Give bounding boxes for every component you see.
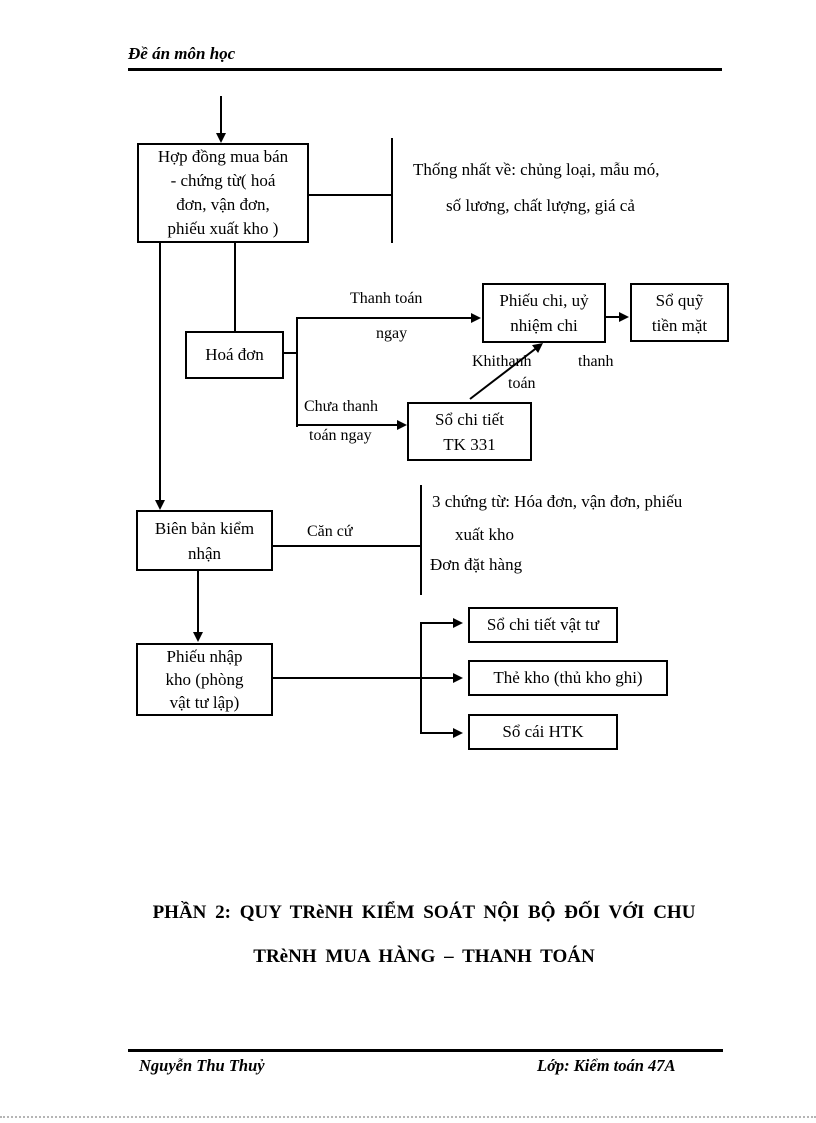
line-bien-ban-to-phieu-nhap bbox=[197, 569, 199, 633]
arrowhead-right-icon bbox=[619, 312, 629, 322]
line-chua-thanh-toan bbox=[296, 424, 398, 426]
note-bar-chung-tu bbox=[420, 485, 422, 595]
box-hop-dong-line3: đơn, vận đơn, bbox=[176, 195, 270, 214]
line-can-cu bbox=[273, 545, 421, 547]
header-rule bbox=[128, 68, 722, 71]
arrowhead-down-icon bbox=[216, 133, 226, 143]
box-hop-dong-line1: Hợp đồng mua bán bbox=[157, 147, 289, 166]
line-thanh-toan-ngay bbox=[296, 317, 472, 319]
arrowhead-right-icon bbox=[453, 673, 463, 683]
arrowhead-right-icon bbox=[453, 618, 463, 628]
box-the-kho-label: Thẻ kho (thủ kho ghi) bbox=[493, 668, 643, 687]
label-thanh-toan: Thanh toán bbox=[350, 290, 423, 307]
box-so-vat-tu: Sổ chi tiết vật tư bbox=[468, 607, 618, 643]
box-phieu-chi-line1: Phiếu chi, uỷ bbox=[499, 291, 589, 310]
branch-vertical-hoa-don bbox=[296, 317, 298, 427]
box-phieu-chi-line2: nhiệm chi bbox=[510, 316, 578, 335]
footer-author: Nguyễn Thu Thuỷ bbox=[139, 1056, 265, 1075]
line-to-so-vat-tu bbox=[420, 622, 454, 624]
header-title: Đề án môn học bbox=[128, 44, 236, 63]
box-phieu-nhap-line3: vật tư lập) bbox=[169, 693, 240, 712]
line-hop-dong-to-bien-ban bbox=[159, 241, 161, 502]
box-so-cai-label: Sổ cái HTK bbox=[502, 722, 584, 741]
arrowhead-right-icon bbox=[471, 313, 481, 323]
note-bar-thong-nhat bbox=[391, 138, 393, 243]
label-khi-thanh: Khithanh bbox=[472, 353, 532, 370]
connector-hop-dong-to-note bbox=[309, 194, 392, 196]
box-phieu-nhap: Phiếu nhập kho (phòng vật tư lập) bbox=[136, 643, 273, 716]
label-ngay: ngay bbox=[376, 325, 408, 342]
box-bien-ban-line1: Biên bản kiểm bbox=[154, 518, 255, 538]
box-so-quy-line2: tiền mặt bbox=[651, 315, 708, 335]
note-chung-tu-line2: xuất kho bbox=[455, 525, 515, 544]
box-hop-dong: Hợp đồng mua bán - chứng từ( hoá đơn, vậ… bbox=[137, 143, 309, 243]
arrowhead-down-icon bbox=[155, 500, 165, 510]
box-hop-dong-line4: phiếu xuất kho ) bbox=[167, 219, 279, 238]
box-so-cai: Sổ cái HTK bbox=[468, 714, 618, 750]
label-toan: toán bbox=[508, 375, 536, 392]
arrowhead-right-icon bbox=[453, 728, 463, 738]
note-chung-tu-line3: Đơn đặt hàng bbox=[430, 555, 523, 574]
label-chua-thanh: Chưa thanh bbox=[304, 398, 378, 415]
box-phieu-nhap-line2: kho (phòng bbox=[165, 670, 244, 689]
line-phieu-nhap-out bbox=[273, 677, 421, 679]
box-bien-ban-line2: nhận bbox=[187, 543, 222, 563]
note-chung-tu-line1: 3 chứng từ: Hóa đơn, vận đơn, phiếu bbox=[432, 492, 683, 511]
box-phieu-nhap-line1: Phiếu nhập bbox=[166, 647, 243, 666]
page-bottom-dotted-boundary bbox=[0, 1116, 816, 1118]
line-hop-dong-to-hoa-don bbox=[234, 241, 236, 332]
box-tk331-line1: Sổ chi tiết bbox=[435, 409, 504, 429]
box-hoa-don-label: Hoá đơn bbox=[205, 345, 264, 364]
line-phieu-chi-to-so-quy bbox=[606, 316, 620, 318]
box-phieu-chi: Phiếu chi, uỷ nhiệm chi bbox=[482, 283, 606, 343]
section-title-line2: TRèNH MUA HÀNG – THANH TOÁN bbox=[253, 946, 595, 967]
box-tk331-line2: TK 331 bbox=[443, 434, 496, 454]
note-thong-nhat-line1: Thống nhất về: chủng loại, mẫu mó, bbox=[413, 160, 660, 179]
box-tk331: Sổ chi tiết TK 331 bbox=[407, 402, 532, 461]
note-thong-nhat-line2: số lương, chất lượng, giá cả bbox=[446, 196, 635, 215]
label-thanh: thanh bbox=[578, 353, 614, 370]
box-the-kho: Thẻ kho (thủ kho ghi) bbox=[468, 660, 668, 696]
arrow-line-into-hop-dong bbox=[220, 96, 222, 134]
label-toan-ngay: toán ngay bbox=[309, 427, 372, 444]
box-hoa-don: Hoá đơn bbox=[185, 331, 284, 379]
footer-rule bbox=[128, 1049, 723, 1052]
box-so-quy: Sổ quỹ tiền mặt bbox=[630, 283, 729, 342]
box-hop-dong-line2: - chứng từ( hoá bbox=[170, 171, 276, 190]
label-can-cu: Căn cứ bbox=[307, 523, 353, 540]
line-to-so-cai bbox=[420, 732, 454, 734]
section-title-line1: PHẦN 2: QUY TRèNH KIỂM SOÁT NỘI BỘ ĐỐI V… bbox=[152, 902, 696, 923]
box-so-vat-tu-label: Sổ chi tiết vật tư bbox=[486, 615, 600, 634]
arrowhead-right-icon bbox=[397, 420, 407, 430]
connector-hoa-don-branch bbox=[283, 352, 298, 354]
arrowhead-down-icon bbox=[193, 632, 203, 642]
box-so-quy-line1: Sổ quỹ bbox=[655, 290, 704, 310]
box-bien-ban: Biên bản kiểm nhận bbox=[136, 510, 273, 571]
line-to-the-kho bbox=[420, 677, 454, 679]
footer-class: Lớp: Kiểm toán 47A bbox=[537, 1056, 676, 1075]
